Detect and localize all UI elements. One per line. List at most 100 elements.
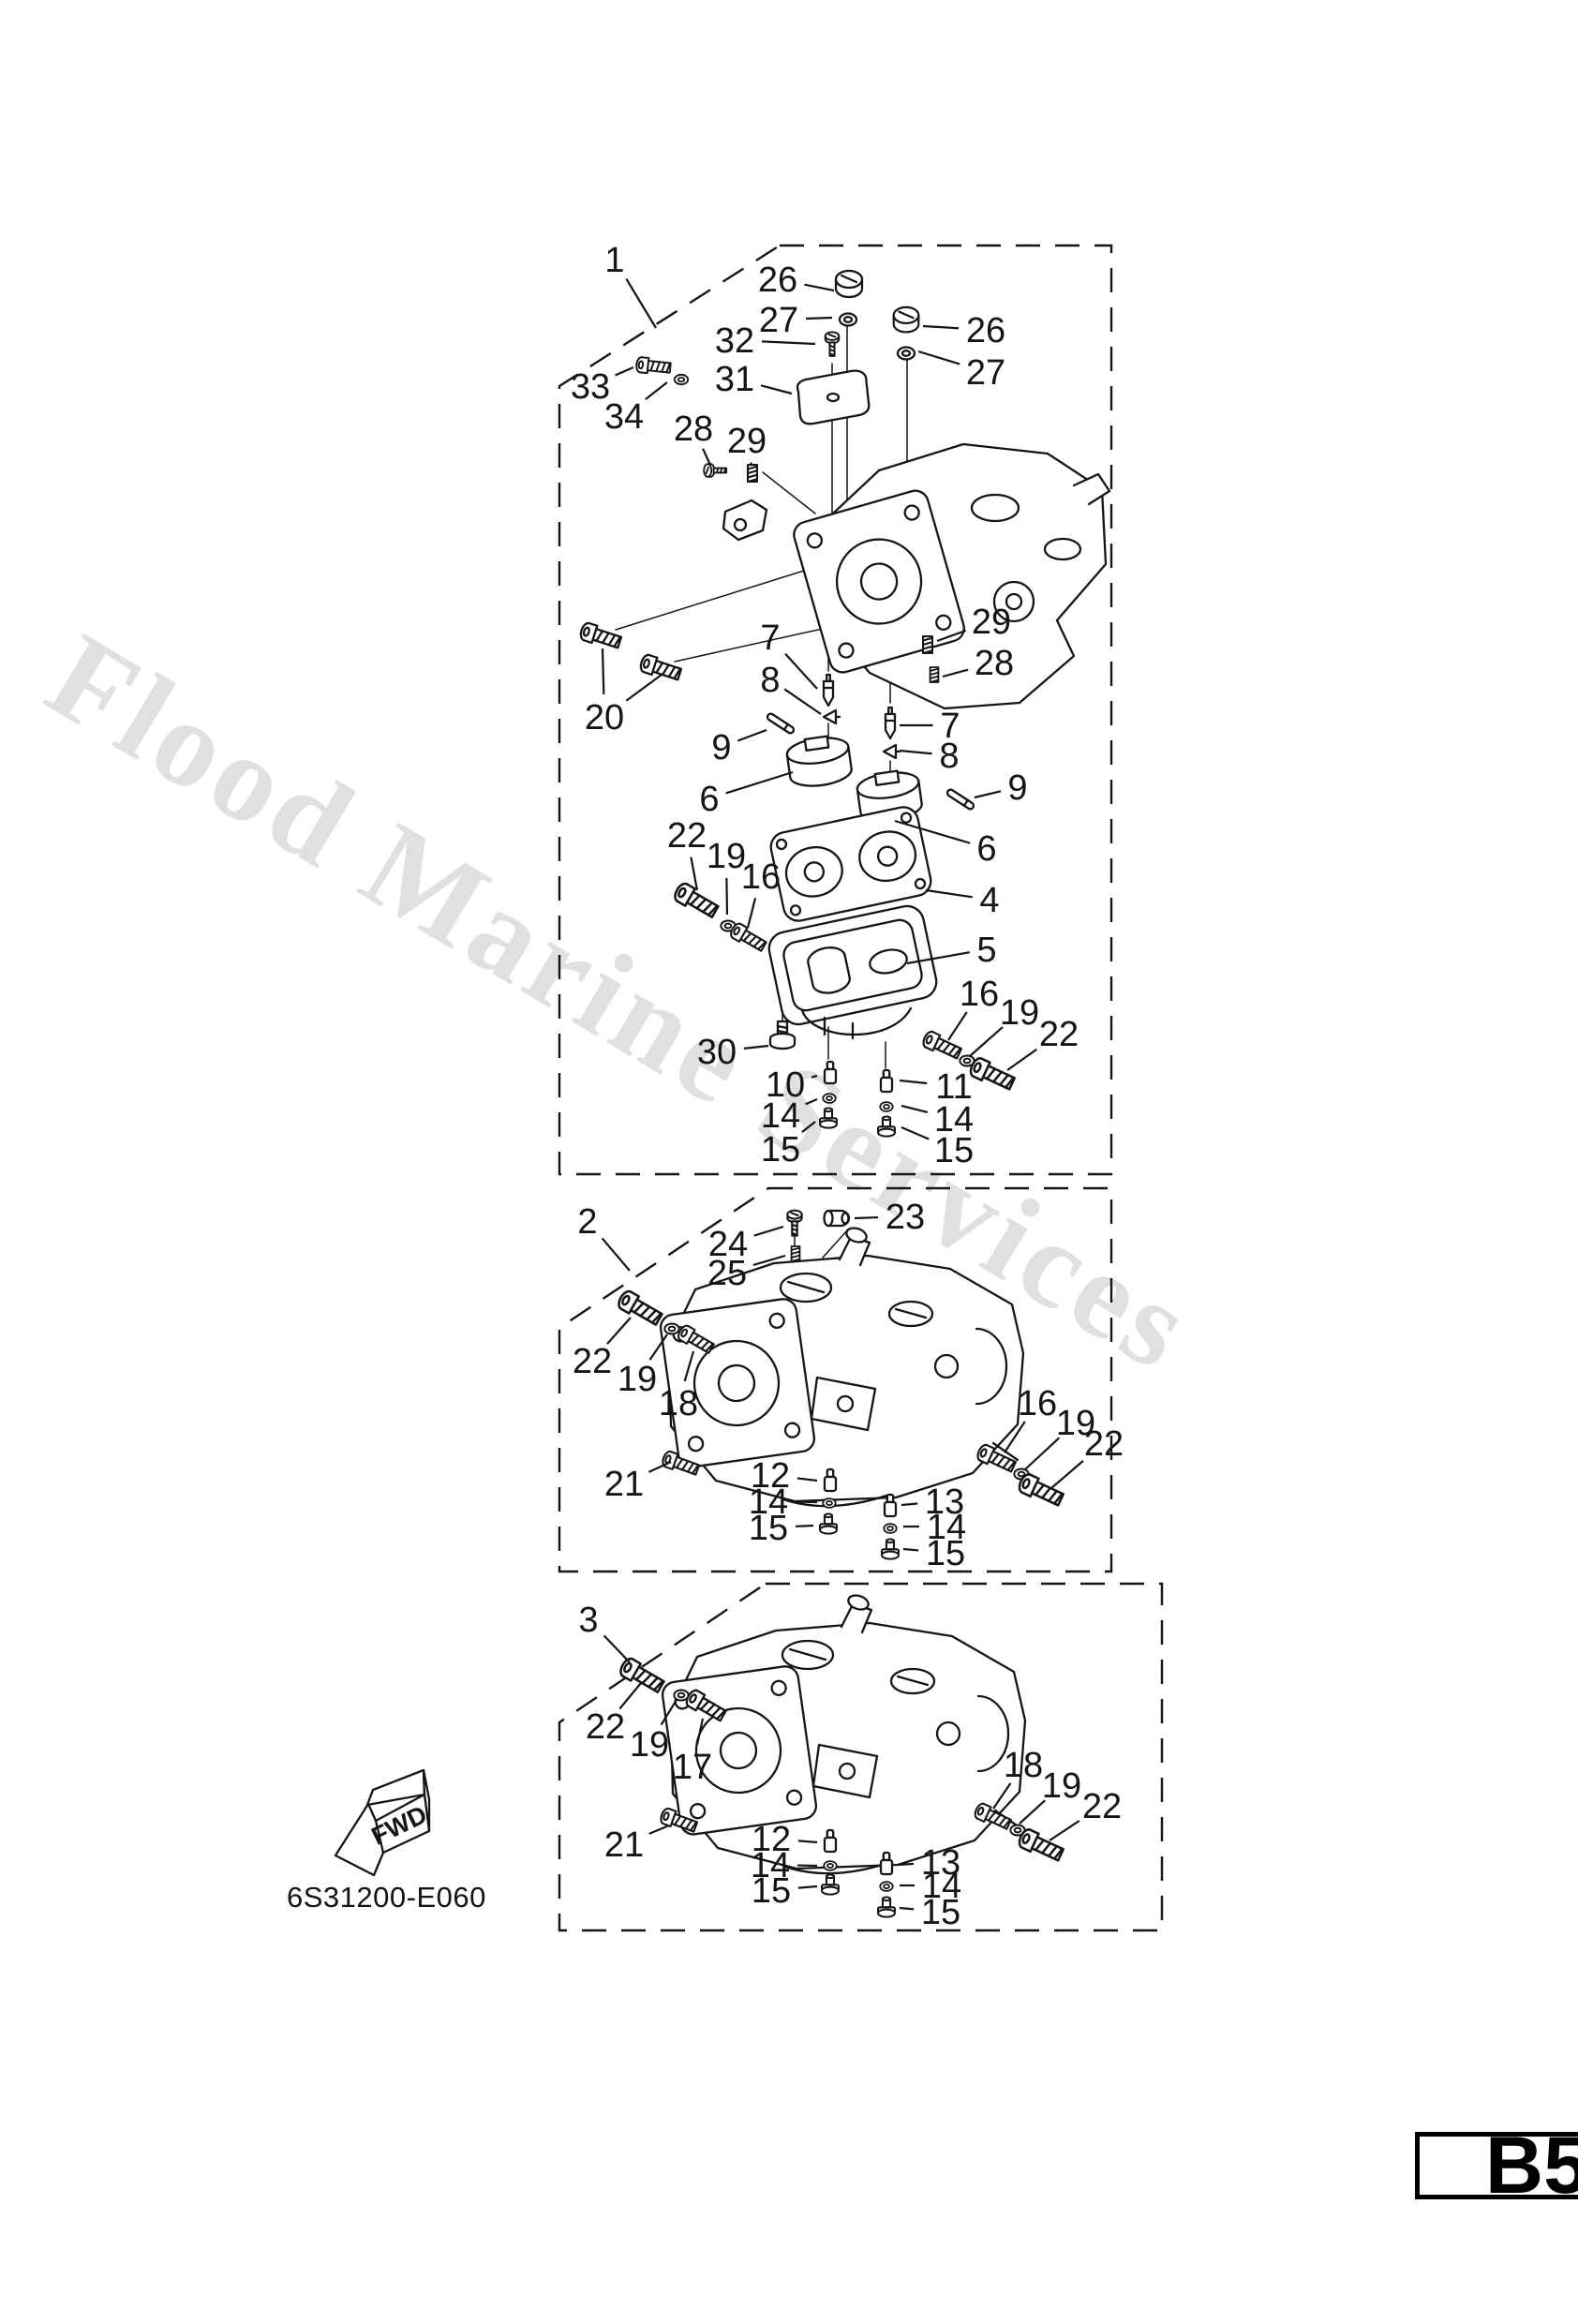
callout-13: 13 [921,1843,960,1883]
needle-valve-part-7 [822,673,835,708]
leader-line [683,1350,695,1382]
line-art [970,493,1020,523]
callout-19: 19 [1042,1766,1081,1806]
callout-8: 8 [760,661,780,700]
callout-22: 22 [573,1342,612,1381]
leader-line [969,1026,1004,1057]
washer-part-14 [883,1523,898,1534]
plug-part-15 [876,1896,897,1918]
clip-part-8 [882,743,901,760]
line-art [900,812,913,824]
callout-10: 10 [766,1065,805,1105]
line-art [374,1819,385,1855]
callout-16: 16 [741,857,781,897]
callout-28: 28 [674,410,713,449]
line-art [935,614,952,631]
callout-19: 19 [1000,993,1039,1033]
leader-line [615,365,634,377]
leader-line [645,381,668,400]
callout-4: 4 [979,881,999,920]
callout-24: 24 [708,1225,748,1264]
line-art [859,562,899,601]
leader-line [746,897,757,929]
page-label: B5 [1485,2121,1578,2211]
washer-part-34 [673,373,690,386]
line-art [826,392,841,403]
line-art [733,517,748,532]
washer-part-14 [822,1093,837,1104]
leader-line [901,1104,929,1114]
line-art [793,489,965,674]
line-art [789,904,802,916]
callout-15: 15 [752,1871,791,1911]
callout-31: 31 [715,360,754,399]
leader-line [797,1840,818,1844]
screw-part-20 [637,652,684,684]
leader-line [737,728,767,742]
washer-part-14 [879,1101,894,1112]
callout-14: 14 [749,1482,788,1522]
screw-part-16 [919,1028,964,1063]
screw-part-32 [824,331,841,357]
callout-14: 14 [751,1846,790,1885]
spring-part-25 [790,1245,801,1262]
leader-line [894,819,971,844]
callout-15: 15 [749,1509,788,1548]
carburetor-assembly-1-art [577,269,1111,1138]
fwd-arrow-icon: FWD [334,1768,431,1877]
callout-12: 12 [751,1456,790,1496]
jet-part-11 [879,1068,894,1094]
leader-line [750,462,753,467]
line-art [869,948,908,975]
leader-line [805,1097,818,1106]
callout-34: 34 [604,397,644,437]
plug-part-15 [818,1512,839,1535]
leader-line [761,340,816,346]
line-art [876,845,899,867]
line-art [807,954,851,994]
line-art [762,471,816,514]
screw-part-24 [786,1209,803,1237]
leader-line [618,1682,642,1710]
plug-part-15 [876,1115,897,1138]
screw-part-22 [1015,1470,1066,1511]
callout-28: 28 [975,644,1014,683]
callout-9: 9 [711,728,731,767]
plug-part-15 [820,1873,841,1896]
screw-part-22 [615,1288,665,1330]
float-bowl-part-5 [767,904,938,1040]
callout-19: 19 [707,837,746,876]
leader-line [805,316,833,320]
callout-29: 29 [727,422,767,461]
float-pin-part-9 [945,787,976,812]
leader-line [899,1079,928,1085]
callout-15: 15 [921,1893,960,1932]
callout-8: 8 [939,737,959,776]
leader-line [1024,1437,1061,1470]
callout-22: 22 [1039,1015,1079,1054]
line-art [803,861,826,883]
assembly-box-1 [558,244,1113,1176]
washer-part-27 [838,312,858,327]
drain-screw-part-30 [768,1020,796,1050]
carburetor-body-upper [722,442,1111,710]
callout-1: 1 [604,241,624,280]
callout-33: 33 [571,367,610,407]
callout-19: 19 [618,1360,657,1399]
line-art [822,1229,849,1259]
callout-15: 15 [761,1130,800,1169]
leader-line [1050,1460,1084,1489]
leader-line [797,1885,818,1889]
callout-2: 2 [577,1202,597,1242]
jet-part-13 [879,1851,894,1876]
clip-part-8 [822,708,841,725]
leader-line [606,1317,632,1345]
jet-part-13 [883,1493,898,1518]
leader-line [1006,1048,1037,1071]
spring-part-29 [922,634,933,655]
callout-29: 29 [972,603,1011,642]
leader-line [947,1011,968,1041]
callout-3: 3 [578,1601,598,1640]
leader-line [811,1074,818,1079]
